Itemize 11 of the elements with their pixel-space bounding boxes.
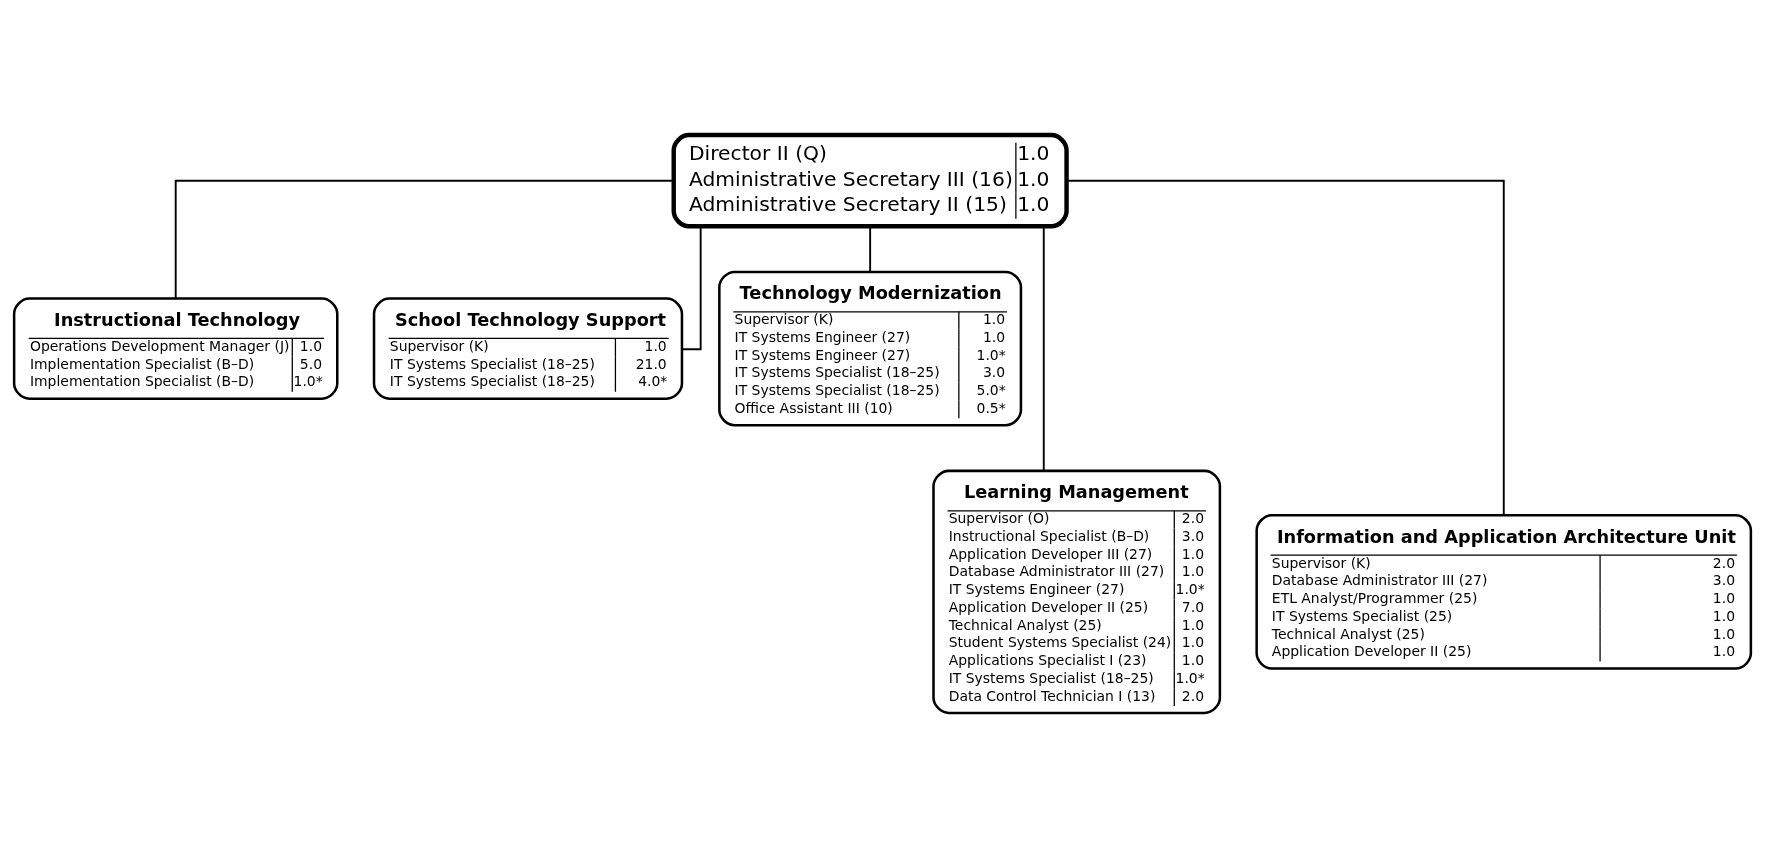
node-box: Learning Management Supervisor (O) 2.0 Instructional Specialist (B–D) 3.0 Application Developer III (27) 1.0 Database Administrator III (27) 1.0 IT Systems Engineer (27) 1.0* Application Developer II (25) 7.0 Technical Analyst (25) 1.0 Student Systems Specialist (24) 1.0 Applications Specialist I (23) 1.0 IT Systems Specialist (18–25) 1.0* Data Control Technician I (13) 2.0	[932, 469, 1222, 714]
connector	[174, 179, 675, 299]
node-box: School Technology Support Supervisor (K) 1.0 IT Systems Specialist (18–25) 21.0 IT Systems Specialist (18–25) 4.0*	[372, 296, 684, 400]
node-box: Information and Application Architecture Unit Supervisor (K) 2.0 Database Administrator III (27) 3.0 ETL Analyst/Programmer (25) 1.0 IT Systems Specialist (25) 1.0 Technical Analyst (25) 1.0 Application Developer II (25) 1.0	[1255, 513, 1753, 670]
node-box: Director II (Q) 1.0 Administrative Secretary III (16) 1.0 Administrative Secretary II (15) 1.0	[671, 132, 1069, 229]
node-box: Instructional Technology Operations Development Manager (J) 1.0 Implementation Specialist (B–D) 5.0 Implementation Specialist (B–D) 1.0*	[12, 296, 339, 400]
connector	[869, 225, 872, 273]
node-box: Technology Modernization Supervisor (K) 1.0 IT Systems Engineer (27) 1.0 IT Systems Engineer (27) 1.0* IT Systems Specialist (18–25) 3.0 IT Systems Specialist (18–25) 5.0* Office Assistant III (10) 0.5*	[718, 270, 1023, 427]
connector	[1042, 225, 1045, 472]
connector	[1065, 179, 1505, 516]
connector	[681, 225, 702, 350]
